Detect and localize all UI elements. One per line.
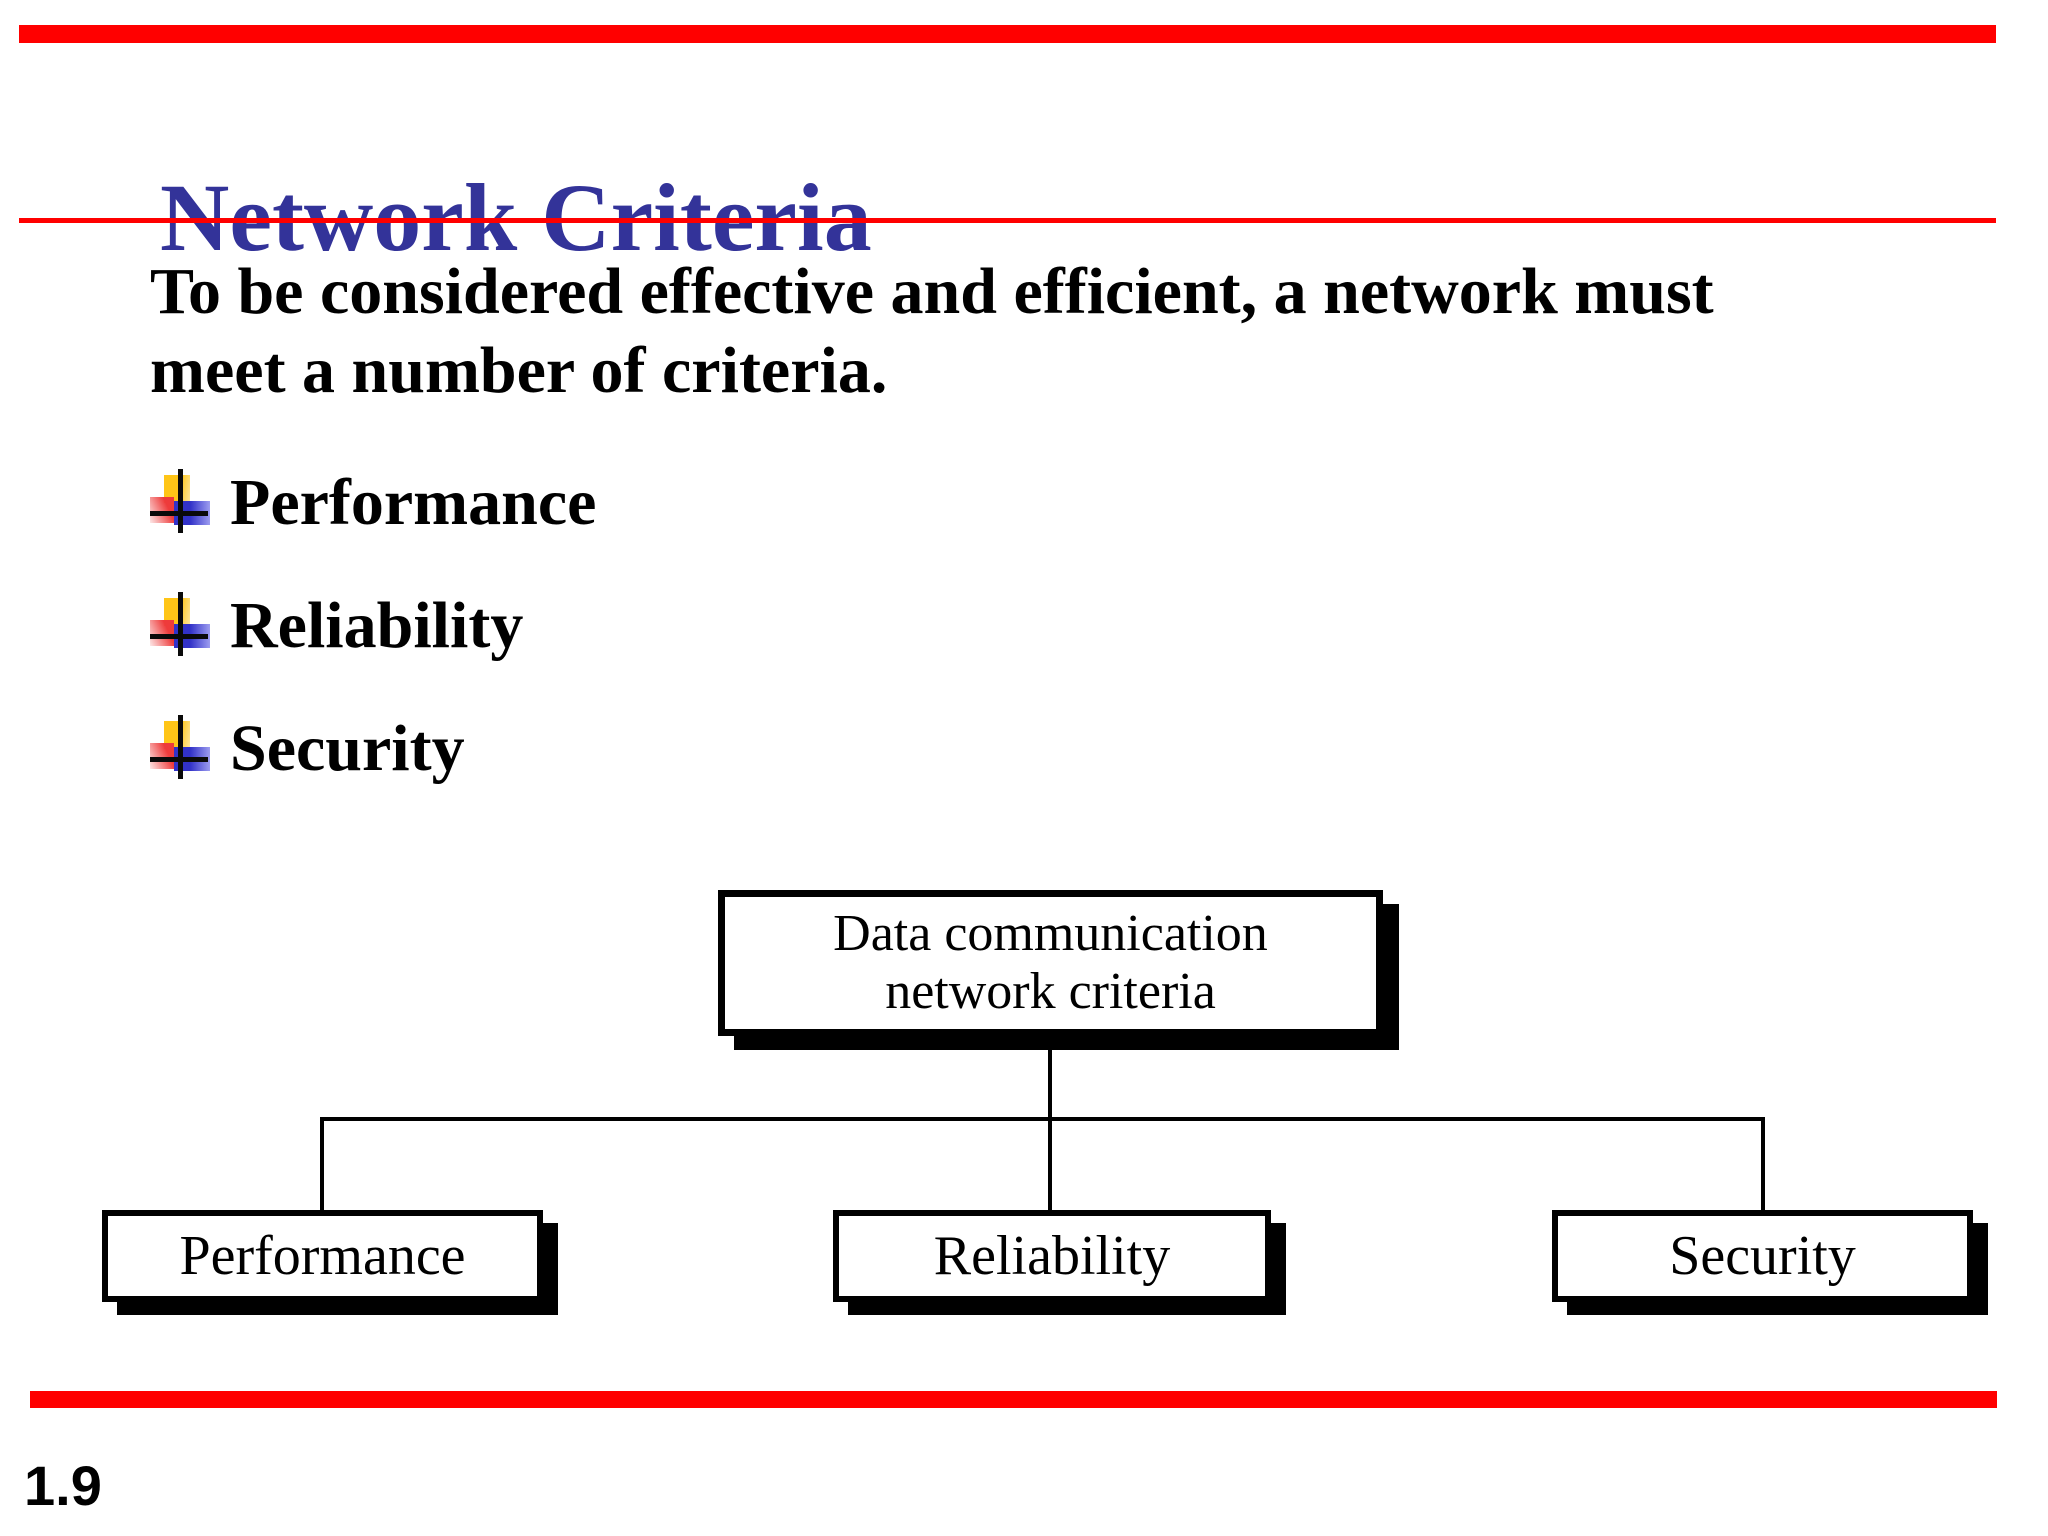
connector-stub-performance — [320, 1117, 324, 1212]
bullet-item-performance: Performance — [150, 466, 597, 539]
plus-cross-bullet-icon — [150, 715, 210, 779]
bullet-cross-horizontal — [150, 757, 208, 762]
bullet-item-security: Security — [150, 712, 465, 785]
plus-cross-bullet-icon — [150, 592, 210, 656]
bullet-label: Security — [230, 712, 465, 785]
connector-stub-reliability — [1048, 1117, 1052, 1212]
slide-page-number: 1.9 — [24, 1454, 102, 1517]
diagram-box-root: Data communication network criteria — [718, 890, 1383, 1036]
diagram-box-label: Performance — [179, 1225, 466, 1287]
bullet-cross-vertical — [178, 469, 183, 533]
diagram-box-performance: Performance — [102, 1210, 543, 1302]
title-underline — [19, 218, 1996, 223]
bullet-red-square — [150, 743, 174, 769]
bullet-red-square — [150, 620, 174, 646]
diagram-root-line-2: network criteria — [885, 963, 1216, 1020]
bullet-cross-horizontal — [150, 511, 208, 516]
diagram-box-label: Security — [1669, 1225, 1856, 1287]
bullet-label: Reliability — [230, 589, 524, 662]
intro-line-1: To be considered effective and efficient… — [150, 255, 1714, 328]
diagram-box-security: Security — [1552, 1210, 1973, 1302]
diagram-root-line-1: Data communication — [833, 905, 1268, 962]
plus-cross-bullet-icon — [150, 469, 210, 533]
top-accent-bar — [19, 25, 1996, 43]
page-title: Network Criteria — [160, 164, 872, 272]
connector-horizontal — [320, 1117, 1765, 1121]
bullet-label: Performance — [230, 466, 597, 539]
bullet-cross-horizontal — [150, 634, 208, 639]
bottom-accent-bar — [30, 1391, 1997, 1408]
bullet-cross-vertical — [178, 715, 183, 779]
connector-root-vertical — [1048, 1036, 1052, 1121]
diagram-box-label: Reliability — [933, 1225, 1171, 1287]
connector-stub-security — [1761, 1117, 1765, 1212]
diagram-box-reliability: Reliability — [833, 1210, 1271, 1302]
bullet-cross-vertical — [178, 592, 183, 656]
intro-line-2: meet a number of criteria. — [150, 334, 888, 407]
bullet-item-reliability: Reliability — [150, 589, 524, 662]
intro-paragraph: To be considered effective and efficient… — [150, 252, 1714, 410]
bullet-red-square — [150, 497, 174, 523]
